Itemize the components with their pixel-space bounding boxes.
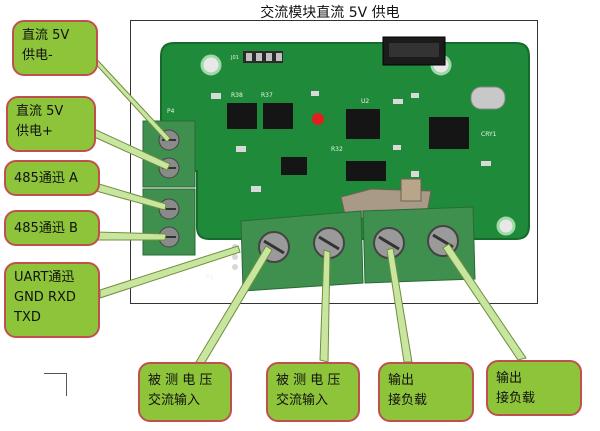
silk-label: U2 bbox=[361, 98, 369, 105]
silk-label: R38 bbox=[231, 92, 243, 99]
arrow-line bbox=[95, 231, 167, 241]
ic-chip bbox=[227, 103, 257, 129]
callout-dc-5v-negative: 直流 5V 供电- bbox=[12, 20, 98, 76]
callout-load-output-1: 输出 接负载 bbox=[378, 362, 474, 422]
silk-label: P4 bbox=[167, 108, 175, 115]
diagram-title: 交流模块直流 5V 供电 bbox=[260, 5, 400, 21]
callout-load-output-2: 输出 接负载 bbox=[486, 360, 582, 416]
silk-label: CRY1 bbox=[481, 131, 497, 138]
ic-chip bbox=[429, 117, 469, 149]
ic-chip bbox=[346, 161, 386, 181]
arrow-line bbox=[319, 249, 331, 363]
arrow-line bbox=[195, 245, 273, 365]
ic-chip bbox=[281, 157, 307, 175]
pcb-illustration: R38 R37 J01 U2 CRY1 R32 P4 P1 bbox=[142, 36, 530, 292]
callout-485-a: 485通迅 A bbox=[4, 160, 100, 196]
board-photo: R38 R37 J01 U2 CRY1 R32 P4 P1 bbox=[130, 20, 538, 304]
crystal bbox=[470, 86, 506, 110]
pin-header bbox=[243, 51, 283, 63]
arrow-line bbox=[91, 127, 171, 171]
callout-dc-5v-positive: 直流 5V 供电+ bbox=[6, 96, 96, 152]
arrow-line bbox=[89, 51, 171, 143]
silk-label: R32 bbox=[331, 146, 343, 153]
callout-ac-input-2: 被 测 电 压 交流输入 bbox=[266, 362, 360, 422]
mount-hole bbox=[200, 54, 222, 76]
mount-hole bbox=[496, 216, 516, 236]
arrow-line bbox=[95, 182, 167, 211]
arrow-line bbox=[442, 243, 527, 361]
silk-label: R37 bbox=[261, 92, 273, 99]
uart-pad bbox=[232, 254, 238, 260]
ic-chip bbox=[263, 103, 293, 129]
silk-label: J01 bbox=[230, 55, 239, 61]
silk-label: P1 bbox=[206, 274, 214, 281]
red-led bbox=[312, 113, 324, 125]
callout-ac-input-1: 被 测 电 压 交流输入 bbox=[138, 362, 232, 422]
uart-pad bbox=[232, 264, 238, 270]
arrow-line bbox=[99, 245, 241, 299]
arrow-line bbox=[386, 247, 413, 363]
callout-uart: UART通迅 GND RXD TXD bbox=[4, 262, 100, 338]
ic-chip bbox=[346, 109, 380, 139]
corner-mark bbox=[44, 373, 67, 396]
callout-485-b: 485通迅 B bbox=[4, 210, 100, 246]
